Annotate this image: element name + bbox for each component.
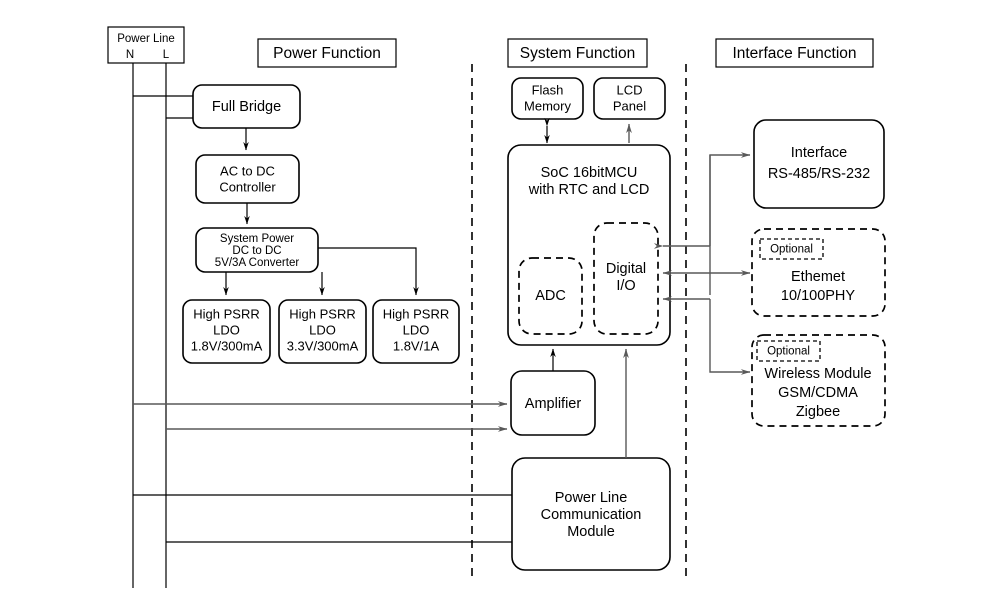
block-ac-to-dc-controller: AC to DC Controller xyxy=(195,154,300,204)
block-ldo-1-line-1: High PSRR xyxy=(193,306,259,321)
section-title-system-function: System Function xyxy=(507,38,648,68)
section-label-power: Power Function xyxy=(273,45,381,62)
block-ethernet: Optional Ethemet 10/100PHY xyxy=(751,228,886,317)
wire-system-power-to-ldo-3 xyxy=(318,247,419,296)
block-interface-rs: Interface RS-485/RS-232 xyxy=(753,119,885,209)
block-adc-label: ADC xyxy=(535,288,566,304)
block-full-bridge: Full Bridge xyxy=(192,84,301,129)
block-lcd-panel-line-1: LCD xyxy=(616,82,642,97)
wire-digital-io-to-interface-rs xyxy=(709,152,751,295)
block-adc: ADC xyxy=(518,257,583,335)
block-flash-memory: Flash Memory xyxy=(511,77,584,120)
block-ethernet-line-2: 10/100PHY xyxy=(781,288,855,304)
wire-digital-io-to-wireless xyxy=(709,299,751,375)
block-flash-memory-line-1: Flash xyxy=(532,82,564,97)
block-ldo-1: High PSRR LDO 1.8V/300mA xyxy=(182,299,271,364)
block-digital-io-line-1: Digital xyxy=(606,261,646,277)
block-lcd-panel-line-2: Panel xyxy=(613,98,646,113)
block-system-power-line-1: System Power xyxy=(220,233,294,245)
block-plc-line-3: Module xyxy=(567,524,615,540)
block-soc-line-1: SoC 16bitMCU xyxy=(541,165,638,181)
block-ldo-3: High PSRR LDO 1.8V/1A xyxy=(372,299,460,364)
section-label-interface: Interface Function xyxy=(732,45,856,62)
block-plc-line-2: Communication xyxy=(541,507,642,523)
block-ac-to-dc-line-1: AC to DC xyxy=(220,163,275,178)
block-full-bridge-line-1: Full Bridge xyxy=(212,99,281,115)
block-ldo-2-line-3: 3.3V/300mA xyxy=(287,338,359,353)
block-ldo-1-line-3: 1.8V/300mA xyxy=(191,338,263,353)
block-ldo-2-line-1: High PSRR xyxy=(289,306,355,321)
block-wireless-line-3: Zigbee xyxy=(796,404,840,420)
block-plc-module: Power Line Communication Module xyxy=(511,457,671,571)
block-amplifier: Amplifier xyxy=(510,370,596,436)
block-flash-memory-line-2: Memory xyxy=(524,98,571,113)
power-line-source: Power Line N L xyxy=(107,26,185,64)
block-ldo-2: High PSRR LDO 3.3V/300mA xyxy=(278,299,367,364)
block-wireless-line-2: GSM/CDMA xyxy=(778,385,858,401)
block-soc-line-2: with RTC and LCD xyxy=(528,182,650,198)
section-label-system: System Function xyxy=(520,45,635,62)
block-ethernet-optional-tag: Optional xyxy=(770,244,813,256)
block-digital-io-line-2: I/O xyxy=(616,278,635,294)
block-ldo-2-line-2: LDO xyxy=(309,322,336,337)
block-wireless-module: Optional Wireless Module GSM/CDMA Zigbee xyxy=(751,334,886,427)
section-title-power-function: Power Function xyxy=(257,38,397,68)
block-ethernet-line-1: Ethemet xyxy=(791,269,845,285)
power-line-title: Power Line xyxy=(117,33,175,45)
block-interface-rs-line-1: Interface xyxy=(791,145,847,161)
block-wireless-optional-tag: Optional xyxy=(767,346,810,358)
section-title-interface-function: Interface Function xyxy=(715,38,874,68)
block-wireless-line-1: Wireless Module xyxy=(764,366,871,382)
block-lcd-panel: LCD Panel xyxy=(593,77,666,120)
block-soc: SoC 16bitMCU with RTC and LCD xyxy=(507,144,671,346)
block-ldo-3-line-3: 1.8V/1A xyxy=(393,338,440,353)
block-ac-to-dc-line-2: Controller xyxy=(219,179,276,194)
block-ldo-3-line-2: LDO xyxy=(403,322,430,337)
block-ldo-3-line-1: High PSRR xyxy=(383,306,449,321)
block-plc-line-1: Power Line xyxy=(555,490,628,506)
block-system-power-line-3: 5V/3A Converter xyxy=(215,257,300,269)
power-line-live-label: L xyxy=(163,49,170,61)
block-system-power-line-2: DC to DC xyxy=(232,245,281,257)
block-digital-io: Digital I/O xyxy=(593,222,659,335)
block-ldo-1-line-2: LDO xyxy=(213,322,240,337)
block-amplifier-label: Amplifier xyxy=(525,396,582,412)
block-interface-rs-line-2: RS-485/RS-232 xyxy=(768,166,870,182)
block-system-power: System Power DC to DC 5V/3A Converter xyxy=(195,227,319,273)
power-line-neutral-label: N xyxy=(126,49,134,61)
